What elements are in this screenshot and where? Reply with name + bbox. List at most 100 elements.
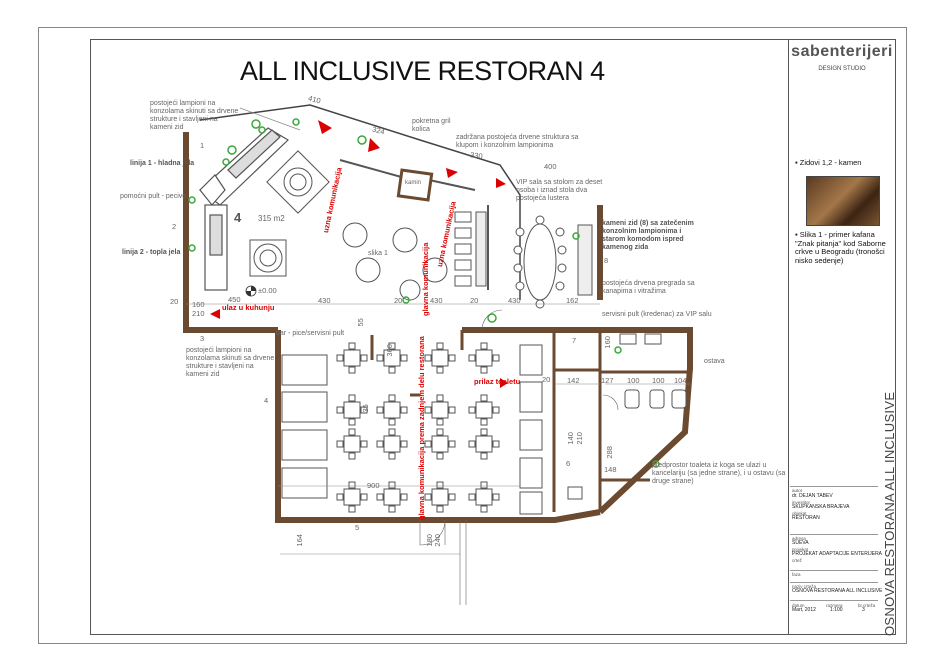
square-table [336, 481, 368, 513]
tb-razmera-label: razmera [826, 603, 843, 608]
round-table-5 [392, 227, 418, 253]
tb-adresa-label: adresa [792, 536, 806, 541]
square-table [376, 394, 408, 426]
note-bar: bar - pice/servisni pult [276, 330, 345, 337]
note-predprostor: predprostor toaleta iz koga se ulazi u k… [652, 462, 786, 486]
buffet-lines [199, 127, 289, 291]
dim-100b: 100 [652, 376, 665, 385]
brand-subtitle: DESIGN STUDIO [818, 66, 866, 72]
komoda [577, 224, 593, 296]
vip-table [513, 215, 567, 309]
toilets [567, 333, 687, 500]
round-table-4 [355, 257, 381, 283]
tb-faza-label: faza [792, 572, 801, 577]
square-table [424, 342, 456, 374]
tb-autor: dr. DEJAN TABEV [792, 493, 833, 499]
label-kamin: kamin [405, 180, 422, 186]
square-table [376, 481, 408, 513]
square-table [376, 342, 408, 374]
level-marker [245, 285, 257, 297]
dim-900: 900 [367, 481, 380, 490]
tb-investitor-label: investitor [792, 500, 811, 505]
tb-naziv: OSNOVA RESTORANA ALL INCLUSIVE [792, 588, 883, 594]
note-ostava: ostava [704, 358, 725, 365]
dim-330: 330 [469, 150, 484, 161]
wall-toilet-diagonal [597, 367, 693, 515]
dim-142: 142 [567, 376, 580, 385]
area-number: 4 [234, 210, 242, 225]
doors [419, 309, 619, 605]
label-glavna-komunikacija: glavna komunikacija prema zadnjem delu r… [417, 336, 426, 520]
dim-127: 127 [601, 376, 614, 385]
dim-20a: 20 [170, 297, 179, 306]
wall-left-upper [183, 132, 278, 333]
tb-datum: Mart, 2012 [792, 607, 816, 613]
tb-autor-label: autor [792, 488, 803, 493]
dim-430a: 430 [318, 296, 331, 305]
level-value: ±0.00 [258, 286, 277, 295]
wall-bottom-right [460, 509, 601, 523]
brand-logo: sabenterijeri [791, 43, 893, 60]
tb-list-label: br.crteža [858, 603, 876, 608]
note-kameni-zid: kameni zid (8) sa zatečenim konzolnim la… [602, 220, 694, 252]
round-table-3 [342, 222, 368, 248]
square-table [468, 481, 500, 513]
legend-item-1: ▪ Zidovi 1,2 - kamen [795, 158, 862, 167]
walls [183, 132, 693, 523]
title-block-column [788, 39, 896, 635]
square-table [336, 394, 368, 426]
dimension-lines [186, 303, 690, 555]
square-table [376, 428, 408, 460]
dim-20b: 20 [394, 296, 403, 305]
note-pomocni-pult: pomoćni pult - pecivo [120, 193, 187, 200]
square-table [424, 394, 456, 426]
round-table-1 [266, 150, 330, 214]
dim-450: 450 [228, 295, 241, 304]
wall-toilet-top [600, 327, 693, 370]
buffet-line-1-inner [227, 129, 281, 179]
tb-datum-label: datum [792, 603, 805, 608]
pomocni-pult [199, 174, 226, 206]
square-table [424, 481, 456, 513]
upper-outline [199, 104, 521, 300]
zone-6: 6 [566, 459, 571, 468]
drawing-title: ALL INCLUSIVE RESTORAN 4 [240, 56, 605, 86]
kamin [396, 168, 434, 202]
wall-left-lower [275, 330, 460, 523]
zone-4: 4 [264, 396, 269, 405]
booth-seats [454, 211, 593, 296]
area-size: 315 m2 [258, 214, 285, 223]
square-table [336, 428, 368, 460]
tb-investitor: SKUPKANSKA BRAJEVA [792, 504, 850, 510]
dim-20c: 20 [470, 296, 479, 305]
note-pregrada: postojeća drvena pregrada sa kanapima i … [602, 280, 695, 296]
dim-430c: 430 [508, 296, 521, 305]
dim-288: 288 [604, 446, 614, 459]
zone-5: 5 [355, 523, 360, 532]
dim-240: 240 [432, 534, 442, 547]
dim-160: 160 [192, 300, 205, 309]
square-table [424, 428, 456, 460]
tb-projekat-label: projekat [792, 547, 809, 552]
left-benches [281, 344, 543, 515]
dim-20d: 20 [542, 375, 551, 384]
dim-210b: 210 [574, 432, 584, 445]
tb-naziv-label: naziv crteža [792, 584, 817, 589]
label-slika1: slika 1 [368, 250, 388, 257]
round-table-2 [249, 239, 287, 277]
square-table [468, 342, 500, 374]
dim-100a: 100 [627, 376, 640, 385]
zone-3: 3 [200, 334, 205, 343]
red-markers [210, 120, 508, 388]
reference-photo [806, 176, 880, 226]
note-servisni-pult: servisni pult (kredenac) za VIP salu [602, 311, 712, 318]
dim-360: 360 [384, 344, 394, 357]
square-table [468, 394, 500, 426]
tb-razmera: 1:100 [830, 607, 843, 613]
note-lampioni-bottom: postojeći lampioni na konzolama skinuti … [186, 347, 275, 379]
dim-210: 210 [192, 309, 205, 318]
note-gril: pokretna gril kolica [412, 118, 451, 134]
toilet-arrow [500, 378, 508, 388]
zone-1: 1 [200, 141, 205, 150]
square-table [468, 428, 500, 460]
